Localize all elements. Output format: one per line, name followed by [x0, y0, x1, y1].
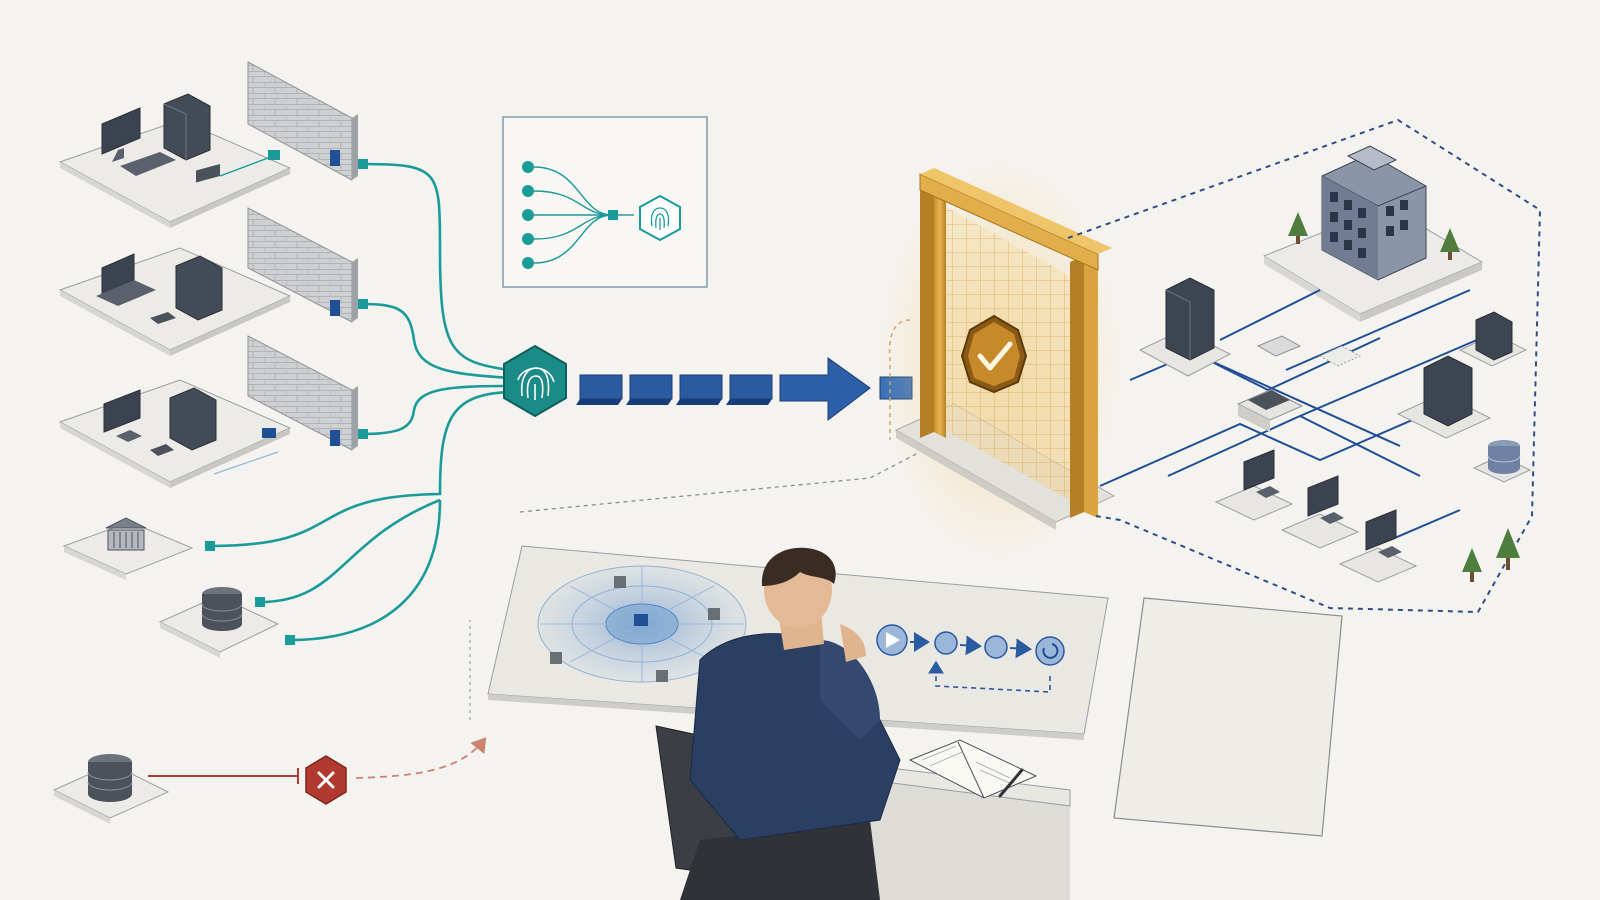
- bank-icon: [105, 517, 147, 551]
- client-1: [1214, 449, 1294, 521]
- x-block-icon: [305, 755, 347, 805]
- port-icon: [262, 428, 276, 438]
- brick-wall: [247, 335, 358, 451]
- building-icon: [1321, 145, 1427, 281]
- detail-panel: [502, 116, 708, 288]
- verification-gate: [880, 160, 1120, 560]
- bank-node: [62, 517, 194, 580]
- protected-network: [1099, 145, 1532, 583]
- source-station-2: [58, 207, 358, 356]
- client-2: [1280, 475, 1360, 549]
- client-3: [1338, 509, 1418, 583]
- server-rack-2: [1458, 311, 1528, 367]
- monitor-icon: [1243, 449, 1280, 498]
- loop-icon: [1042, 643, 1059, 659]
- tree-icon: [1288, 212, 1460, 260]
- source-station-1: [58, 61, 358, 228]
- fingerprint-icon: [639, 194, 681, 242]
- fingerprint-icon: [517, 367, 555, 400]
- rejected-source: [52, 737, 487, 824]
- monitor-icon: [1307, 475, 1344, 524]
- server-icon: [1423, 355, 1473, 427]
- port-icon: [330, 150, 340, 166]
- database-node: [1472, 440, 1532, 483]
- data-flow-arrow: [576, 357, 913, 422]
- tree-icon: [1462, 528, 1520, 582]
- workflow-icons: [876, 624, 1065, 693]
- analyst-person-icon: [655, 547, 1071, 900]
- server-icon: [1165, 277, 1215, 361]
- router-node: [1236, 389, 1304, 432]
- port-icon: [330, 430, 340, 446]
- monitor-icon: [101, 107, 141, 162]
- server-icon: [175, 255, 223, 321]
- laptop-icon: [96, 253, 156, 306]
- monitor-icon: [103, 389, 142, 442]
- line-endpoints: [205, 159, 368, 645]
- server-icon: [163, 93, 211, 161]
- source-station-3: [58, 335, 358, 488]
- server-rack-3: [1396, 355, 1492, 439]
- building-node: [1262, 145, 1484, 322]
- fingerprint-hub: [503, 344, 567, 418]
- router-icon: [196, 164, 220, 183]
- play-icon: [886, 632, 900, 648]
- brick-wall: [247, 207, 358, 323]
- database-icon: [201, 587, 243, 631]
- keyboard-icon: [120, 152, 176, 176]
- server-rack-1: [1138, 277, 1232, 377]
- converge-lines: [209, 162, 511, 642]
- server-icon: [1475, 311, 1513, 361]
- database-icon: [1487, 440, 1521, 474]
- database-icon: [87, 754, 133, 802]
- check-shield-icon: [960, 314, 1028, 394]
- port-icon: [268, 150, 280, 160]
- radar-icon: [537, 565, 747, 683]
- monitor-icon: [1365, 509, 1402, 558]
- port-icon: [330, 300, 340, 316]
- notebook-icon: [908, 739, 1038, 799]
- router-icon: [150, 444, 174, 456]
- database-node: [158, 587, 280, 658]
- empty-panel: [1113, 597, 1343, 837]
- router-icon: [150, 312, 176, 324]
- server-icon: [169, 387, 217, 451]
- switch-node: [1256, 335, 1362, 367]
- protected-zone-boundary: [1067, 118, 1542, 614]
- brick-wall: [247, 61, 358, 181]
